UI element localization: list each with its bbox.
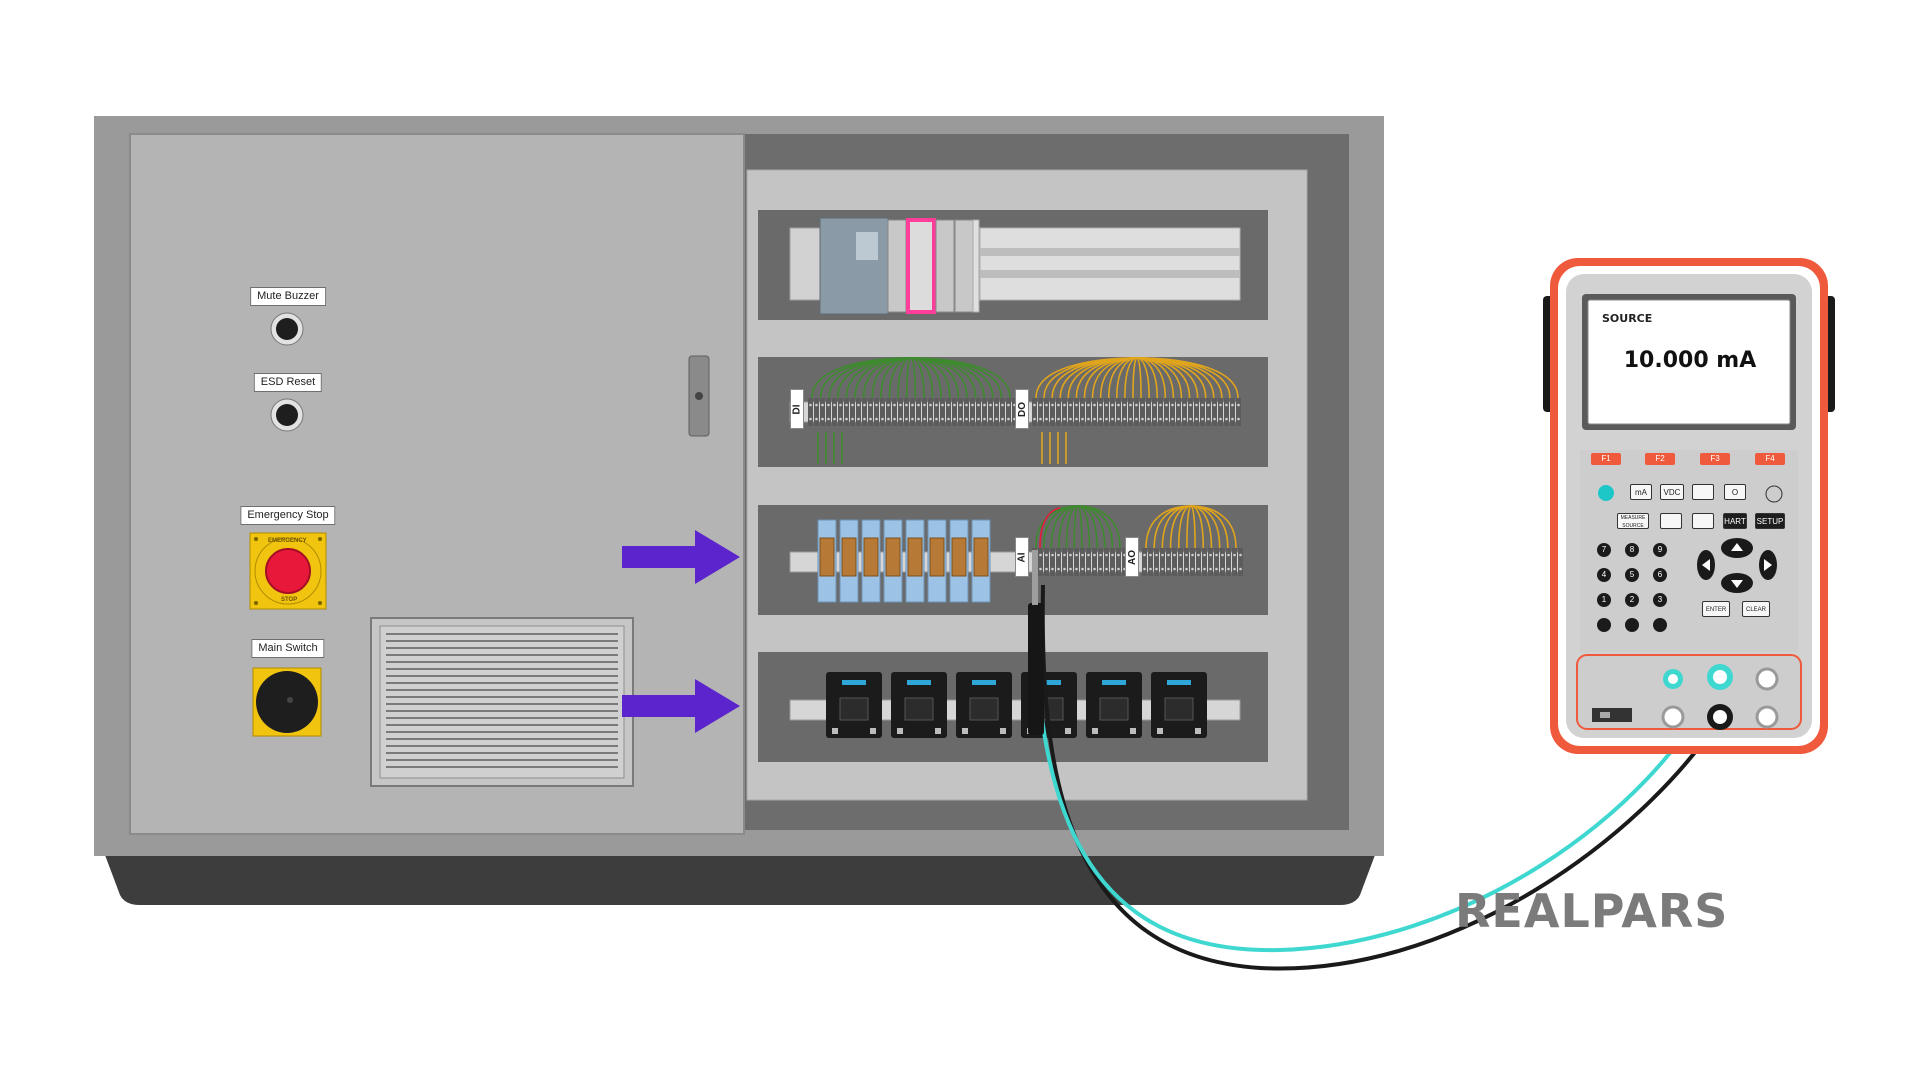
key-minus[interactable] <box>1597 618 1611 632</box>
key-9[interactable]: 9 <box>1653 543 1667 557</box>
f3-key[interactable]: F3 <box>1700 453 1730 465</box>
hart-key[interactable]: HART <box>1723 513 1747 529</box>
key-6[interactable]: 6 <box>1653 568 1667 582</box>
main-switch <box>252 667 322 737</box>
estop-ring-text-bottom: STOP <box>281 597 298 603</box>
terminal-tag-ao: AO <box>1125 537 1139 577</box>
arrow-analog-section <box>622 530 740 584</box>
esd-reset-pushbutton <box>270 398 304 432</box>
setup-key[interactable]: SETUP <box>1755 513 1785 529</box>
key-2[interactable]: 2 <box>1625 593 1639 607</box>
test-probe <box>1028 603 1044 735</box>
temperature-key[interactable] <box>1692 484 1714 500</box>
door-vent-grille <box>370 617 634 787</box>
ma-key[interactable]: mA <box>1630 484 1652 500</box>
measure-source-key[interactable]: MEASURE SOURCE <box>1617 513 1649 529</box>
f1-key[interactable]: F1 <box>1591 453 1621 465</box>
realpars-logo: REALPARS <box>1455 884 1729 938</box>
key-8[interactable]: 8 <box>1625 543 1639 557</box>
loop-calibrator <box>1543 258 1835 754</box>
f2-key[interactable]: F2 <box>1645 453 1675 465</box>
mute-buzzer-pushbutton <box>270 312 304 346</box>
label-esd-reset: ESD Reset <box>253 373 323 392</box>
terminal-tag-ai: AI <box>1015 537 1029 577</box>
calibrator-reading: 10.000 mA <box>1623 348 1757 373</box>
relay-modules <box>817 519 991 603</box>
vdc-ma-key[interactable] <box>1660 513 1682 529</box>
estop-ring-text-top: EMERGENCY <box>268 538 307 544</box>
ohm-key[interactable]: O <box>1724 484 1746 500</box>
blank-key[interactable] <box>1692 513 1714 529</box>
calibrator-mode-text: SOURCE <box>1602 312 1653 325</box>
plc-rack <box>819 217 1241 315</box>
terminal-tag-di: DI <box>790 389 804 429</box>
arrow-contactor-section <box>622 679 740 733</box>
cabinet-base <box>105 855 1375 905</box>
key-7[interactable]: 7 <box>1597 543 1611 557</box>
terminal-tag-do: DO <box>1015 389 1029 429</box>
f4-key[interactable]: F4 <box>1755 453 1785 465</box>
emergency-stop-button <box>249 532 327 610</box>
key-4[interactable]: 4 <box>1597 568 1611 582</box>
key-1[interactable]: 1 <box>1597 593 1611 607</box>
clear-key[interactable]: CLEAR <box>1742 601 1770 617</box>
test-lead-red <box>1032 619 1722 953</box>
key-5[interactable]: 5 <box>1625 568 1639 582</box>
label-emergency-stop: Emergency Stop <box>240 506 336 525</box>
label-main-switch: Main Switch <box>251 639 325 658</box>
key-3[interactable]: 3 <box>1653 593 1667 607</box>
key-0[interactable] <box>1625 618 1639 632</box>
terminal-blocks <box>808 398 1243 576</box>
test-lead-black <box>1040 584 1722 971</box>
key-decimal[interactable] <box>1653 618 1667 632</box>
vdc-key[interactable]: VDC <box>1660 484 1684 500</box>
enter-key[interactable]: ENTER <box>1702 601 1730 617</box>
label-mute-buzzer: Mute Buzzer <box>250 287 326 306</box>
